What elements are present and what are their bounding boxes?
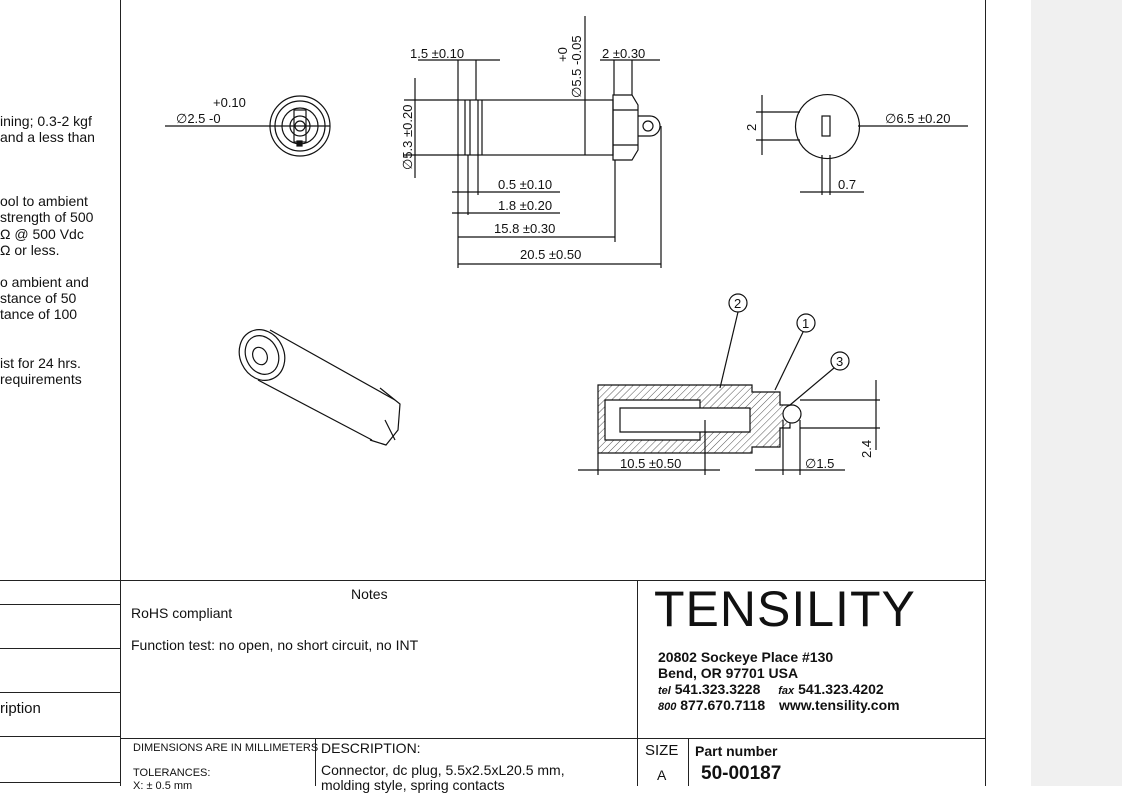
dim-2-4: 2.4: [859, 440, 874, 458]
dim-d5-5: ∅5.5 -0.05: [569, 35, 584, 98]
company-phone-row: tel 541.323.3228 fax 541.323.4202: [658, 681, 884, 699]
balloon-1: 1: [802, 316, 809, 331]
section-view: [578, 293, 880, 475]
tollfree-label: 800: [658, 701, 677, 713]
left-row-divider: [0, 736, 121, 737]
company-address-2: Bend, OR 97701 USA: [658, 665, 799, 681]
dim-15-8: 15.8 ±0.30: [494, 221, 555, 236]
notes-right-border: [637, 580, 638, 786]
left-note-line: ist for 24 hrs.: [0, 355, 81, 371]
dim-1-8: 1.8 ±0.20: [498, 198, 552, 213]
dim-20-5: 20.5 ±0.50: [520, 247, 581, 262]
size-label: SIZE: [645, 742, 679, 759]
tolerance-value: X: ± 0.5 mm: [133, 780, 193, 792]
note-function-test: Function test: no open, no short circuit…: [131, 637, 419, 653]
description-line-1: Connector, dc plug, 5.5x2.5xL20.5 mm,: [321, 762, 565, 778]
left-note-line: and a less than: [0, 129, 95, 145]
description-label: DESCRIPTION:: [321, 740, 421, 756]
fax-label: fax: [778, 685, 795, 697]
company-tollfree-row: 800 877.670.7118 www.tensility.com: [658, 697, 900, 715]
tel-number: 541.323.3228: [674, 681, 761, 697]
left-note-line: requirements: [0, 371, 82, 387]
dim-d1-5: ∅1.5: [805, 456, 834, 471]
left-note-line: tance of 100: [0, 306, 78, 322]
note-rohs: RoHS compliant: [131, 605, 233, 621]
tel-label: tel: [658, 685, 671, 697]
size-value: A: [657, 767, 667, 783]
technical-drawing: +0.10 ∅2.5 -0 1.5 ±0.10: [165, 16, 968, 475]
dim-10-5: 10.5 ±0.50: [620, 456, 681, 471]
left-note-line: ining; 0.3-2 kgf: [0, 113, 92, 129]
dim-0-7: 0.7: [838, 177, 856, 192]
dims-cell-border: [315, 738, 316, 786]
left-row-divider: [0, 604, 121, 605]
dim-d5-3: ∅5.3 ±0.20: [400, 105, 415, 170]
company-address-1: 20802 Sockeye Place #130: [658, 649, 834, 665]
left-note-line: stance of 50: [0, 290, 77, 306]
website-link[interactable]: www.tensility.com: [779, 697, 900, 713]
title-block-top-border: [0, 580, 986, 581]
fax-number: 541.323.4202: [798, 681, 884, 697]
left-note-line: Ω or less.: [0, 242, 60, 258]
left-row-divider: [0, 782, 121, 783]
left-description-label: ription: [0, 700, 41, 717]
description-top-border: [120, 738, 986, 739]
isometric-view: [238, 329, 401, 446]
side-view: [404, 16, 662, 268]
left-note-line: strength of 500: [0, 209, 94, 225]
notes-heading: Notes: [351, 586, 388, 602]
company-logo: TENSILITY: [654, 581, 916, 637]
tolerances-label: TOLERANCES:: [133, 767, 211, 779]
dim-d5-5-tol: +0: [555, 47, 570, 62]
frame-right-border: [985, 0, 986, 786]
left-note-line: ool to ambient: [0, 193, 88, 209]
left-note-line: o ambient and: [0, 274, 89, 290]
part-number-value: 50-00187: [701, 763, 782, 784]
frame-left-border: [120, 0, 121, 786]
dim-d6-5: ∅6.5 ±0.20: [885, 111, 950, 126]
part-number-label: Part number: [695, 743, 778, 759]
dim-d2-5-tol: +0.10: [213, 95, 246, 110]
size-cell-right-border: [688, 738, 689, 786]
dim-2: 2 ±0.30: [602, 46, 645, 61]
dim-d2-5: ∅2.5 -0: [176, 111, 221, 126]
dims-note: DIMENSIONS ARE IN MILLIMETERS: [133, 742, 319, 754]
description-line-2: molding style, spring contacts: [321, 777, 505, 793]
balloon-2: 2: [734, 296, 741, 311]
dim-1-5: 1.5 ±0.10: [410, 46, 464, 61]
balloon-3: 3: [836, 354, 843, 369]
left-note-line: Ω @ 500 Vdc: [0, 226, 84, 242]
dim-end-2: 2: [744, 124, 759, 131]
left-row-divider: [0, 648, 121, 649]
rear-view: [756, 94, 968, 195]
page-margin: [1031, 0, 1122, 786]
tollfree-number: 877.670.7118: [680, 697, 766, 713]
front-view: [165, 95, 331, 157]
left-row-divider: [0, 692, 121, 693]
dim-0-5: 0.5 ±0.10: [498, 177, 552, 192]
